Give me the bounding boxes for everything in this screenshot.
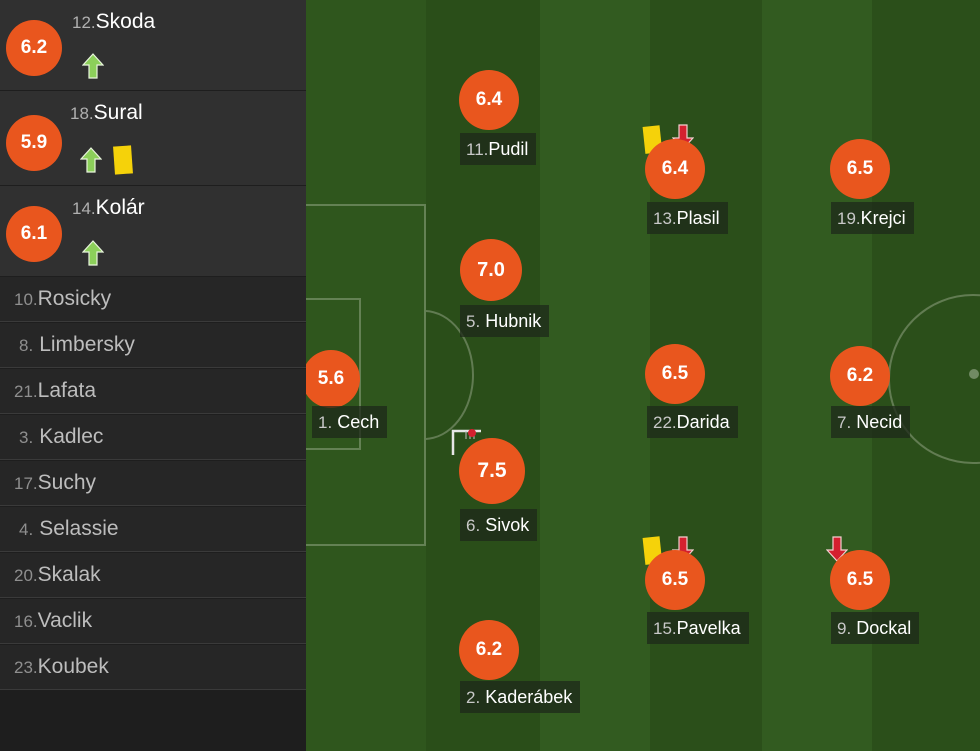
substitute-name: 12.Skoda: [72, 10, 156, 33]
player-name: 7. Necid: [831, 406, 911, 438]
rating-badge: 6.4: [459, 70, 519, 130]
substitute-row-skoda[interactable]: 6.2 12.Skoda: [0, 0, 306, 91]
rating-badge: 6.4: [645, 139, 705, 199]
player-name: 22.Darida: [647, 406, 738, 438]
event-icons: [82, 240, 104, 266]
substitute-row-sural[interactable]: 5.9 18.Sural: [0, 91, 306, 186]
penalty-area: [306, 204, 426, 546]
substitute-name: 18.Sural: [70, 101, 143, 124]
pitch: 5.6 1. Cech 6.4 11.Pudil 7.0 5. Hubnik 7…: [306, 0, 980, 751]
rating-badge: 6.2: [6, 20, 62, 76]
bench-row-limbersky[interactable]: 8.Limbersky: [0, 323, 306, 368]
sub-in-icon: [82, 240, 104, 266]
rating-badge: 7.0: [460, 239, 522, 301]
pitch-stripe: [540, 0, 650, 751]
player-name: 6. Sivok: [460, 509, 538, 541]
yellow-card-icon: [113, 145, 133, 175]
event-icons: [80, 145, 134, 175]
player-name: 15.Pavelka: [647, 612, 749, 644]
player-name: 13.Plasil: [647, 202, 728, 234]
rating-badge: 6.2: [459, 620, 519, 680]
substitute-row-kolar[interactable]: 6.1 14.Kolár: [0, 186, 306, 277]
rating-badge: 7.5: [459, 438, 525, 504]
player-name: 2. Kaderábek: [460, 681, 581, 713]
bench-row-skalak[interactable]: 20.Skalak: [0, 553, 306, 598]
goal-icon: [451, 429, 481, 455]
bench-row-rosicky[interactable]: 10.Rosicky: [0, 277, 306, 322]
sub-in-icon: [80, 147, 102, 173]
event-icons: [82, 53, 104, 79]
rating-badge: 6.5: [830, 139, 890, 199]
player-name: 5. Hubnik: [460, 305, 550, 337]
player-name: 9. Dockal: [831, 612, 920, 644]
bench-row-kadlec[interactable]: 3.Kadlec: [0, 415, 306, 460]
rating-badge: 5.6: [306, 350, 360, 408]
goal-area: [306, 298, 361, 450]
bench-row-vaclik[interactable]: 16.Vaclik: [0, 599, 306, 644]
rating-badge: 5.9: [6, 115, 62, 171]
player-name: 1. Cech: [312, 406, 388, 438]
rating-badge: 6.2: [830, 346, 890, 406]
rating-badge: 6.1: [6, 206, 62, 262]
rating-badge: 6.5: [830, 550, 890, 610]
bench-row-lafata[interactable]: 21.Lafata: [0, 369, 306, 414]
sub-in-icon: [82, 53, 104, 79]
lineup-sidebar: 6.2 12.Skoda 5.9 18.Sural 6.1 14.Kolár 1…: [0, 0, 306, 751]
center-spot: [969, 369, 979, 379]
rating-badge: 6.5: [645, 344, 705, 404]
bench-row-koubek[interactable]: 23.Koubek: [0, 645, 306, 690]
bench-row-selassie[interactable]: 4.Selassie: [0, 507, 306, 552]
substitute-name: 14.Kolár: [72, 196, 145, 219]
player-name: 19.Krejci: [831, 202, 914, 234]
player-name: 11.Pudil: [460, 133, 537, 165]
bench-row-suchy[interactable]: 17.Suchy: [0, 461, 306, 506]
rating-badge: 6.5: [645, 550, 705, 610]
